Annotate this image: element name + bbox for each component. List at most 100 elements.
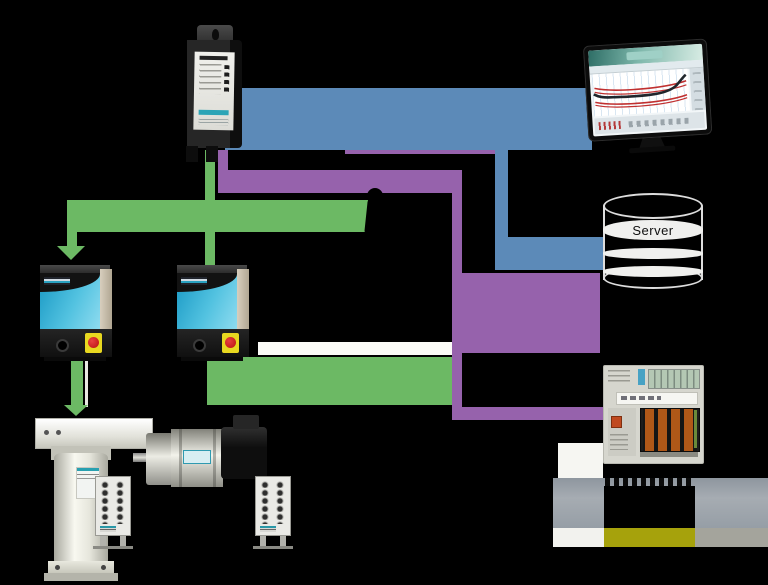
connector-stub	[206, 146, 218, 162]
label-fineprint	[198, 118, 229, 126]
controller-top-face	[40, 265, 110, 275]
label-text-lines	[198, 63, 222, 95]
junction-leg	[100, 536, 106, 547]
purple-data-block	[452, 273, 600, 353]
plc-label-text	[621, 396, 661, 400]
actuator-beam	[35, 418, 153, 449]
connection-green-controller1-actuator	[71, 355, 83, 407]
machine-olive-guard	[604, 528, 695, 547]
connection-blue-to-server	[495, 237, 607, 270]
plc-blue-module	[638, 369, 645, 385]
motor-shaft	[133, 453, 148, 462]
machine-dark-silhouette	[604, 486, 695, 528]
servo-motor	[133, 412, 269, 492]
connection-green-bus-lower	[207, 357, 452, 405]
controller-brand-label	[44, 277, 70, 285]
junction-foot	[93, 546, 133, 549]
controller-side-face	[237, 269, 249, 331]
process-controller-2	[175, 265, 249, 361]
side-button-panel	[689, 67, 706, 111]
junction-leg	[280, 536, 286, 547]
connector-stub	[186, 146, 198, 162]
white-cable-line	[85, 355, 88, 407]
server-base	[637, 286, 669, 296]
motor-ring	[179, 429, 182, 487]
status-led-icons	[223, 65, 230, 94]
mini-table-rows	[628, 117, 689, 128]
plc-controller	[603, 365, 704, 464]
estop-button-icon	[88, 337, 99, 348]
controller-side-face	[100, 269, 112, 331]
data-server: Server	[603, 193, 703, 297]
connector-socket-icon	[193, 339, 206, 352]
actuator-base-plate	[44, 573, 118, 581]
plc-bottom-rail	[640, 452, 698, 457]
motor-flange	[146, 433, 173, 485]
junction-leg	[120, 536, 126, 547]
connection-green-bus-upper	[67, 200, 368, 232]
bolt-icon	[101, 565, 106, 570]
controller-shadow	[44, 357, 106, 361]
controller-shadow	[181, 357, 243, 361]
plc-power-connector	[611, 416, 622, 428]
machine-white-stripe	[553, 528, 604, 547]
machine-white-part	[558, 443, 603, 481]
gateway-label	[193, 51, 235, 131]
connector-ports-icon	[98, 480, 128, 524]
bracket-hole	[212, 29, 219, 40]
machine-text-marks	[605, 478, 693, 487]
motor-rear-housing	[221, 427, 267, 479]
bolt-icon	[44, 430, 49, 435]
junction-label	[260, 526, 276, 532]
process-controller-1	[38, 265, 112, 361]
server-label: Server	[632, 222, 674, 238]
actuator-flange	[48, 561, 114, 575]
green-arrowhead-down-icon	[57, 246, 85, 260]
monitor-screen	[588, 43, 708, 137]
plc-module-slots	[640, 408, 700, 452]
motor-connector-box	[233, 415, 259, 429]
green-arrowhead-down-icon	[64, 405, 88, 416]
plc-fineprint	[610, 434, 628, 450]
machine-gray-stripe	[695, 528, 768, 547]
connector-ports-icon	[258, 480, 288, 524]
estop-button-icon	[225, 337, 236, 348]
plc-io-indicator-grid	[648, 369, 700, 389]
server-band	[603, 266, 703, 277]
junction-label	[100, 526, 116, 532]
controller-top-face	[177, 265, 247, 275]
connection-blue-drop	[495, 150, 508, 245]
bolt-icon	[56, 430, 61, 435]
junction-box-1	[93, 476, 133, 550]
plc-text-block	[608, 370, 630, 384]
signal-gateway-device	[175, 22, 247, 162]
label-title-line	[199, 55, 228, 61]
motor-ring	[213, 429, 216, 487]
plc-label	[616, 392, 698, 405]
monitor-frame	[582, 38, 713, 142]
server-band: Server	[603, 220, 703, 240]
connection-purple-stub	[218, 150, 228, 174]
mini-trace	[598, 120, 621, 131]
junction-leg	[260, 536, 266, 547]
connection-green-drop-controller1	[67, 232, 77, 248]
monitor-base	[629, 145, 676, 154]
plc-green-strip	[694, 410, 697, 448]
measurement-chart	[591, 68, 690, 117]
controller-brand-label	[181, 277, 207, 285]
server-top-ring	[603, 193, 703, 219]
bolt-icon	[55, 565, 60, 570]
white-ribbon	[258, 342, 452, 355]
brand-stripe	[198, 109, 229, 116]
connection-purple-horizontal	[218, 170, 462, 193]
connection-purple-to-plc	[452, 407, 605, 420]
motor-label	[183, 450, 211, 464]
chart-graphic	[593, 73, 688, 108]
connector-socket-icon	[56, 339, 69, 352]
junction-box-2	[253, 476, 293, 550]
monitoring-pc-display	[582, 34, 718, 158]
connection-blue-gateway-monitor	[225, 88, 592, 150]
